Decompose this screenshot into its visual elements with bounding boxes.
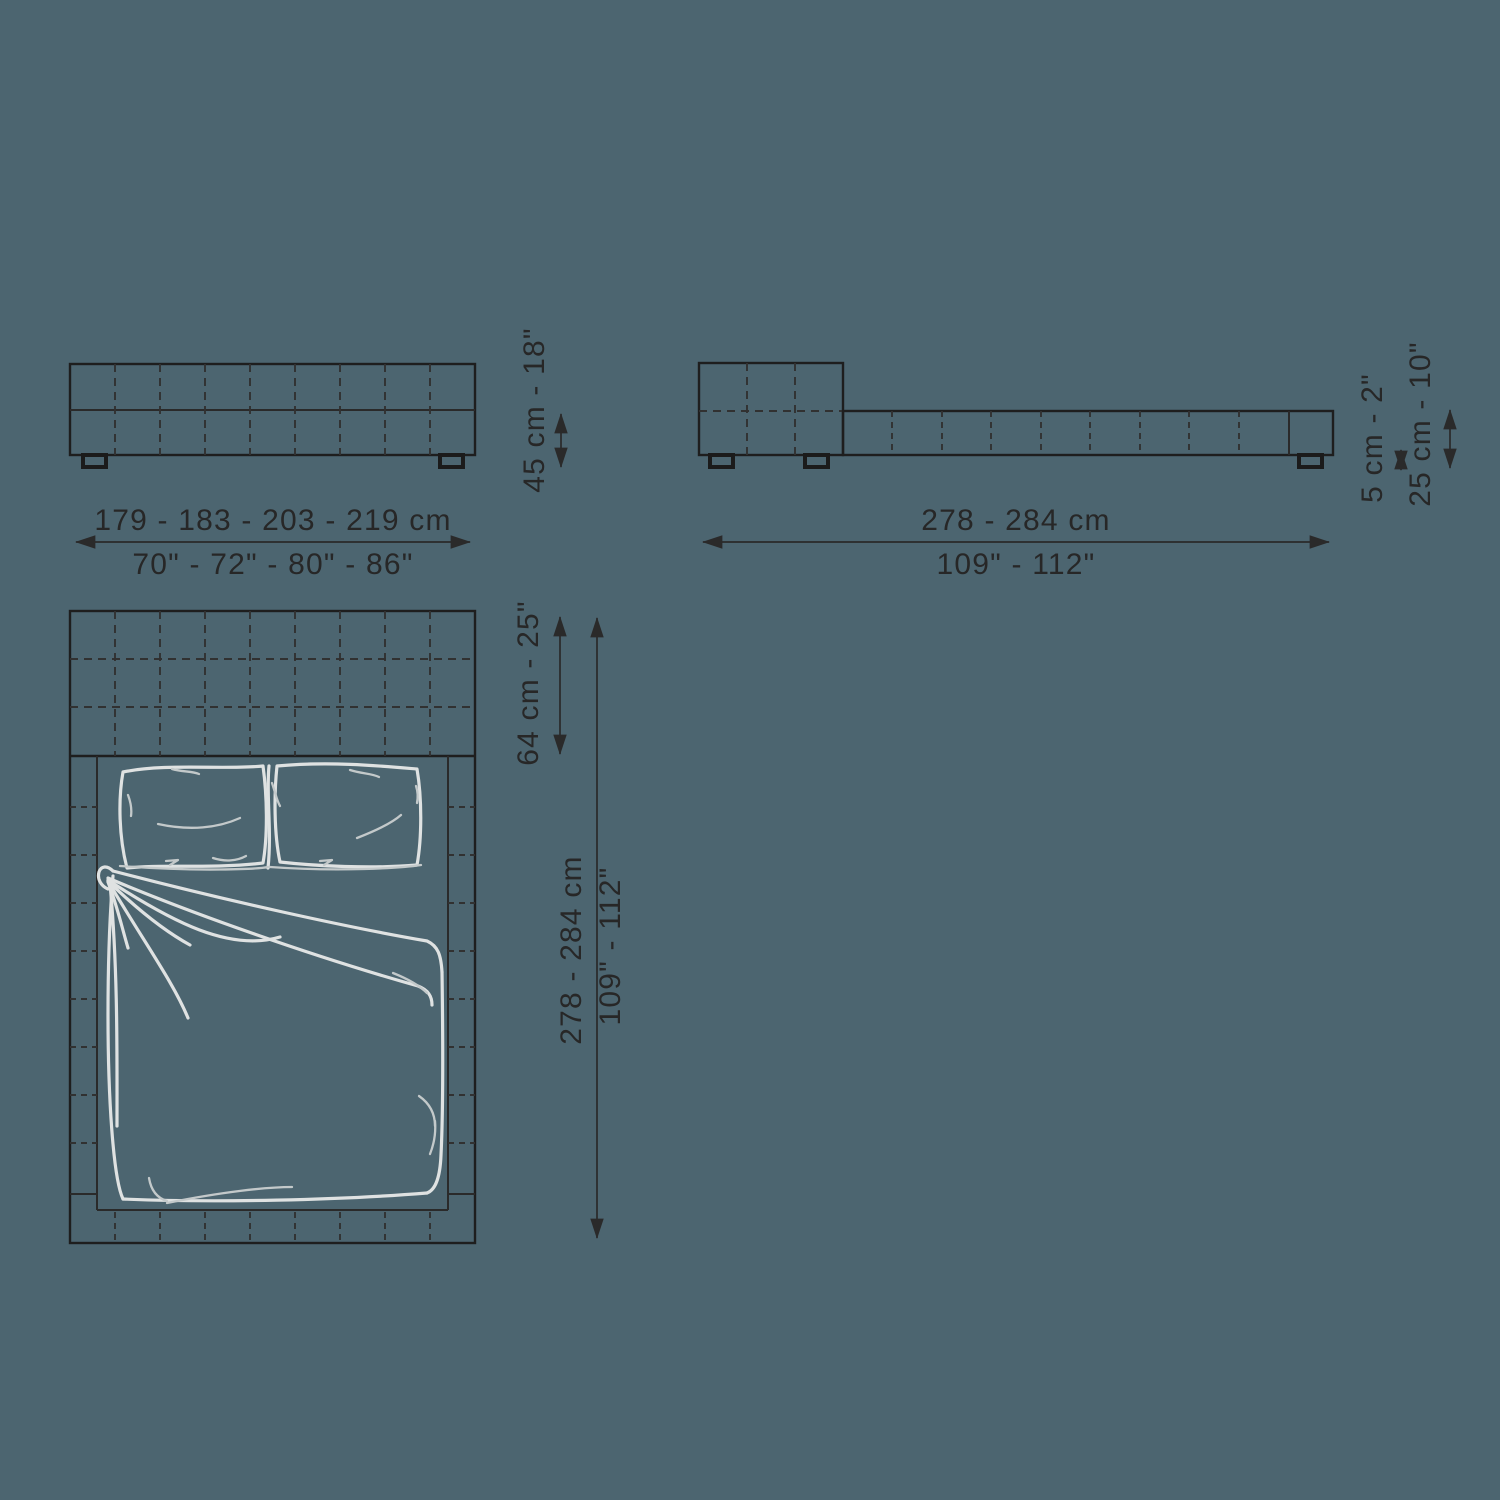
front-width-inches-label: 70" - 72" - 80" - 86" <box>132 548 413 581</box>
side-length-dimension: 278 - 284 cm 109" - 112" <box>701 504 1331 581</box>
base-height-dimension: 25 cm - 10" <box>1404 341 1457 507</box>
side-length-cm-label: 278 - 284 cm <box>921 504 1111 537</box>
front-left-foot <box>81 453 108 469</box>
plan-frame-outline <box>68 609 477 1245</box>
front-quilt-seams <box>114 364 431 455</box>
side-headboard-seams <box>699 363 843 455</box>
front-width-dimension: 179 - 183 - 203 - 219 cm 70" - 72" - 80"… <box>74 504 472 581</box>
front-height-dimension: 45 cm - 18" <box>518 327 568 493</box>
left-pillow-sketch <box>118 764 268 870</box>
front-width-cm-label: 179 - 183 - 203 - 219 cm <box>94 504 451 537</box>
side-headboard-outline <box>697 361 845 457</box>
headboard-depth-dimension: 64 cm - 25" <box>512 600 567 766</box>
plan-length-inches-label: 109" - 112" <box>594 866 627 1025</box>
side-foot-2 <box>803 453 830 469</box>
side-length-inches-label: 109" - 112" <box>936 548 1095 581</box>
plan-length-cm-label: 278 - 284 cm <box>555 855 588 1045</box>
plan-side-rails <box>70 756 475 1210</box>
front-height-label: 45 cm - 18" <box>518 327 551 493</box>
side-elevation-view <box>697 361 1335 469</box>
base-height-label: 25 cm - 10" <box>1404 341 1437 507</box>
feet-height-label: 5 cm - 2" <box>1356 373 1389 503</box>
headboard-depth-label: 64 cm - 25" <box>512 600 545 766</box>
plan-headboard-quilt-grid <box>70 611 475 756</box>
right-pillow-sketch <box>273 762 423 869</box>
front-right-foot <box>438 453 465 469</box>
pillow-gap-sketch <box>266 764 282 870</box>
duvet-sketch <box>96 865 445 1205</box>
front-elevation-view <box>68 362 477 469</box>
feet-height-dimension: 5 cm - 2" <box>1356 373 1408 503</box>
side-foot-3 <box>1297 453 1324 469</box>
plan-length-dimension: 278 - 284 cm 109" - 112" <box>555 616 627 1240</box>
plan-view <box>68 609 477 1245</box>
plan-foot-band <box>97 1209 448 1241</box>
side-platform-outline <box>841 409 1335 457</box>
side-platform-seams <box>891 411 1240 455</box>
side-foot-1 <box>708 453 735 469</box>
sheet-edge-sketch <box>118 858 423 871</box>
